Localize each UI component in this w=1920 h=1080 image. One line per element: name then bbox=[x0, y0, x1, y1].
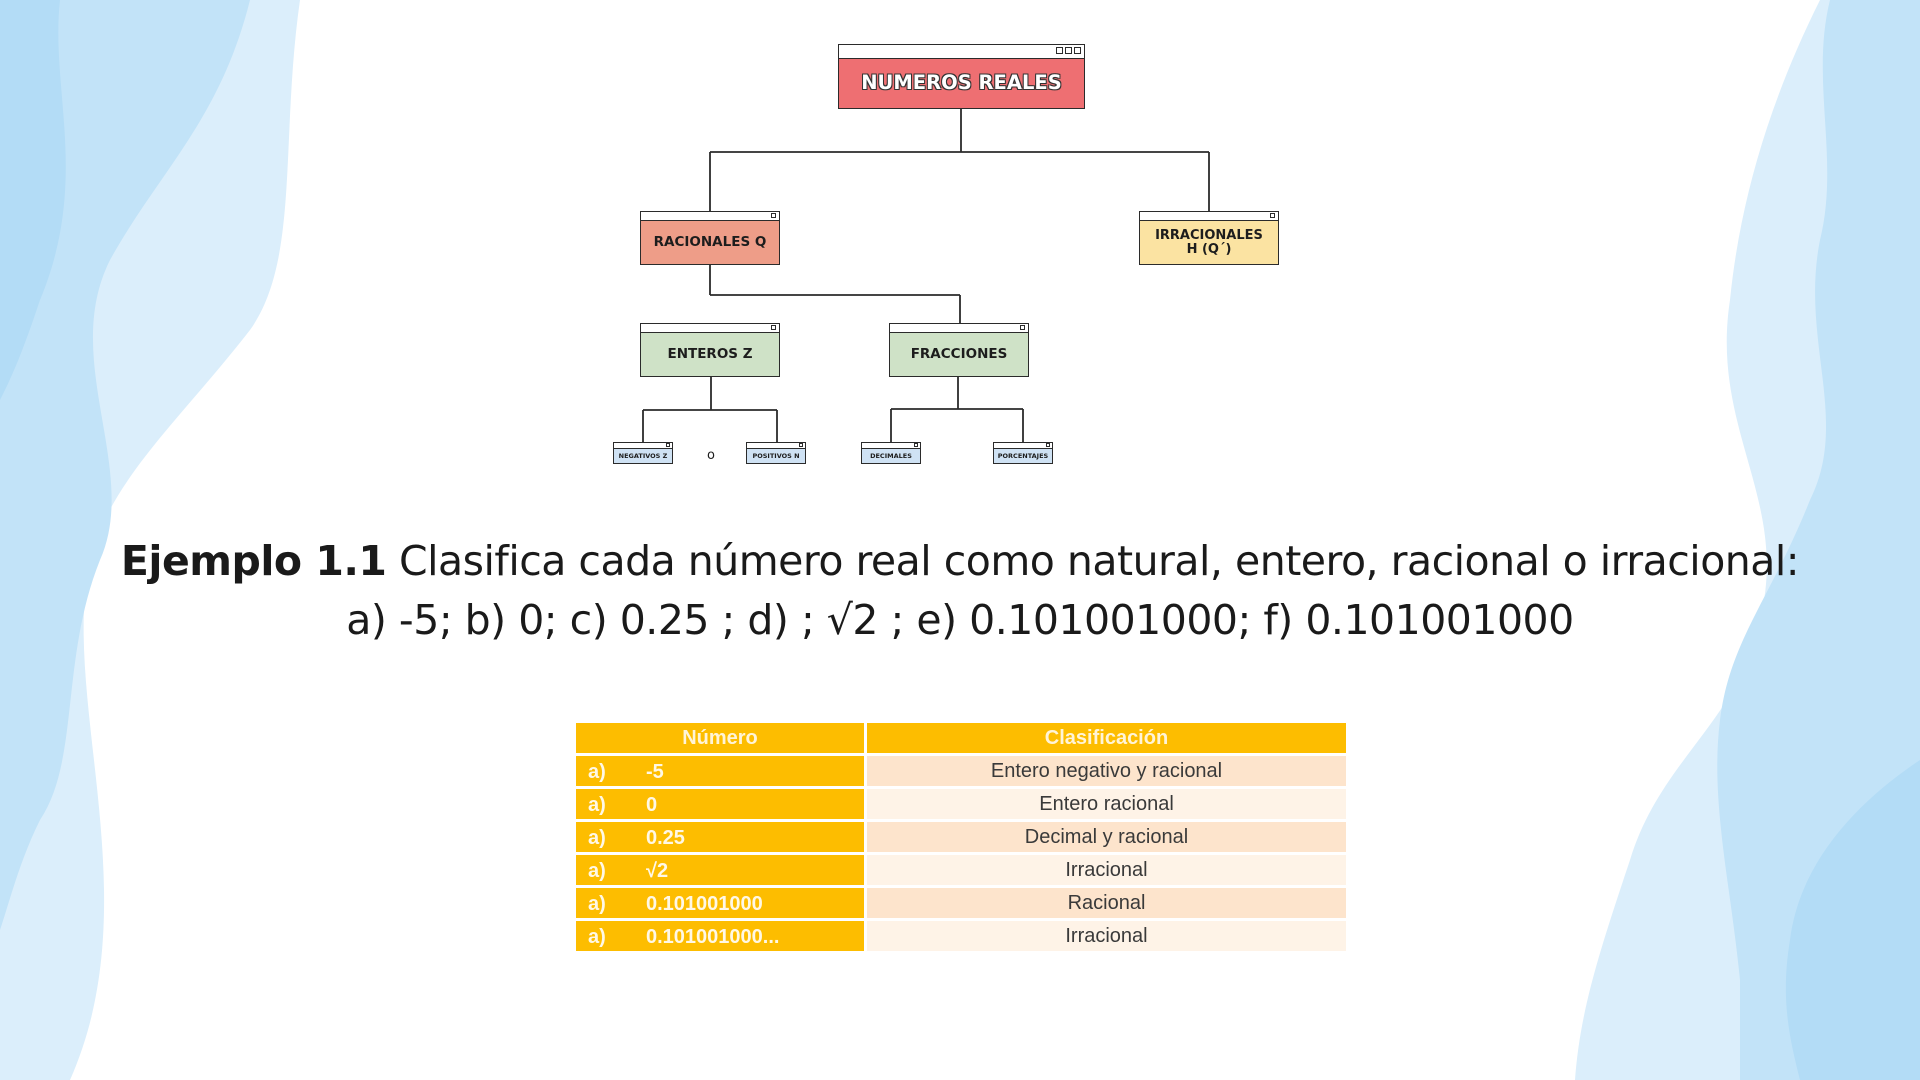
row-letter: a) bbox=[588, 926, 606, 948]
classification-cell: Decimal y racional bbox=[867, 822, 1346, 852]
connector-integers bbox=[642, 377, 778, 442]
node-irrationals: IRRACIONALES H (Q´) bbox=[1139, 211, 1279, 265]
row-number: √2 bbox=[646, 860, 669, 882]
node-title-bar bbox=[890, 324, 1028, 333]
window-control-icon bbox=[1046, 443, 1050, 447]
example-heading: Ejemplo 1.1 Clasifica cada número real c… bbox=[0, 537, 1920, 585]
row-letter: a) bbox=[588, 761, 606, 783]
node-percentages: PORCENTAJES bbox=[993, 442, 1053, 464]
row-number: -5 bbox=[646, 761, 664, 783]
node-label-line1: IRRACIONALES bbox=[1155, 227, 1263, 243]
row-number: 0.101001000... bbox=[646, 926, 780, 948]
node-decimals: DECIMALES bbox=[861, 442, 921, 464]
node-label: NUMEROS REALES bbox=[839, 59, 1084, 108]
row-number: 0.101001000 bbox=[646, 893, 763, 915]
classification-table: Número Clasificación a) -5 Entero negativ… bbox=[576, 720, 1346, 954]
node-title-bar bbox=[641, 212, 779, 221]
table-row: a) 0.101001000 Racional bbox=[576, 888, 1346, 918]
window-control-icon bbox=[771, 325, 776, 330]
table-row: a) 0.25 Decimal y racional bbox=[576, 822, 1346, 852]
window-control-icon bbox=[799, 443, 803, 447]
example-instruction: Clasifica cada número real como natural,… bbox=[386, 537, 1800, 585]
window-control-icon bbox=[1270, 213, 1275, 218]
right-wave-decoration bbox=[1575, 0, 1920, 1080]
window-control-icon bbox=[666, 443, 670, 447]
node-rationals: RACIONALES Q bbox=[640, 211, 780, 265]
node-label: FRACCIONES bbox=[890, 333, 1028, 376]
node-title-bar bbox=[862, 443, 920, 449]
header-classification: Clasificación bbox=[867, 723, 1346, 753]
node-label: NEGATIVOS Z bbox=[614, 449, 672, 463]
node-integers: ENTEROS Z bbox=[640, 323, 780, 377]
connector-fractions bbox=[890, 377, 1024, 442]
row-letter: a) bbox=[588, 893, 606, 915]
connector-rationals bbox=[709, 265, 961, 323]
node-positives: POSITIVOS N bbox=[746, 442, 806, 464]
node-label: PORCENTAJES bbox=[994, 449, 1052, 463]
node-label: POSITIVOS N bbox=[747, 449, 805, 463]
node-title-bar bbox=[614, 443, 672, 449]
example-items: a) -5; b) 0; c) 0.25 ; d) ; √2 ; e) 0.10… bbox=[346, 596, 1574, 644]
window-control-icon bbox=[1020, 325, 1025, 330]
node-title-bar bbox=[747, 443, 805, 449]
left-wave-decoration bbox=[0, 0, 300, 1080]
node-negatives: NEGATIVOS Z bbox=[613, 442, 673, 464]
row-letter: a) bbox=[588, 794, 606, 816]
node-label-line2: H (Q´) bbox=[1186, 241, 1232, 257]
row-number: 0.25 bbox=[646, 827, 685, 849]
header-number: Número bbox=[576, 723, 867, 753]
classification-cell: Entero racional bbox=[867, 789, 1346, 819]
classification-cell: Irracional bbox=[867, 921, 1346, 951]
row-number: 0 bbox=[646, 794, 658, 816]
number-cell: a) √2 bbox=[576, 855, 867, 885]
classification-cell: Racional bbox=[867, 888, 1346, 918]
classification-cell: Entero negativo y racional bbox=[867, 756, 1346, 786]
table-row: a) 0 Entero racional bbox=[576, 789, 1346, 819]
window-control-icon bbox=[771, 213, 776, 218]
or-separator: o bbox=[707, 448, 715, 463]
row-letter: a) bbox=[588, 827, 606, 849]
table-row: a) 0.101001000... Irracional bbox=[576, 921, 1346, 951]
number-cell: a) -5 bbox=[576, 756, 867, 786]
window-controls-icon bbox=[1056, 47, 1081, 54]
number-cell: a) 0.25 bbox=[576, 822, 867, 852]
node-real-numbers: NUMEROS REALES bbox=[838, 44, 1085, 109]
row-letter: a) bbox=[588, 860, 606, 882]
node-title-bar bbox=[994, 443, 1052, 449]
example-label: Ejemplo 1.1 bbox=[120, 537, 387, 585]
node-title-bar bbox=[1140, 212, 1278, 221]
number-cell: a) 0.101001000 bbox=[576, 888, 867, 918]
classification-cell: Irracional bbox=[867, 855, 1346, 885]
table-header-row: Número Clasificación bbox=[576, 723, 1346, 753]
connector-root bbox=[709, 109, 1210, 211]
node-label: DECIMALES bbox=[862, 449, 920, 463]
window-control-icon bbox=[914, 443, 918, 447]
node-label: RACIONALES Q bbox=[641, 221, 779, 264]
table-row: a) -5 Entero negativo y racional bbox=[576, 756, 1346, 786]
number-cell: a) 0.101001000... bbox=[576, 921, 867, 951]
node-title-bar bbox=[641, 324, 779, 333]
node-label: ENTEROS Z bbox=[641, 333, 779, 376]
node-title-bar bbox=[839, 45, 1084, 59]
node-fractions: FRACCIONES bbox=[889, 323, 1029, 377]
table-row: a) √2 Irracional bbox=[576, 855, 1346, 885]
node-label: IRRACIONALES H (Q´) bbox=[1140, 221, 1278, 264]
number-cell: a) 0 bbox=[576, 789, 867, 819]
